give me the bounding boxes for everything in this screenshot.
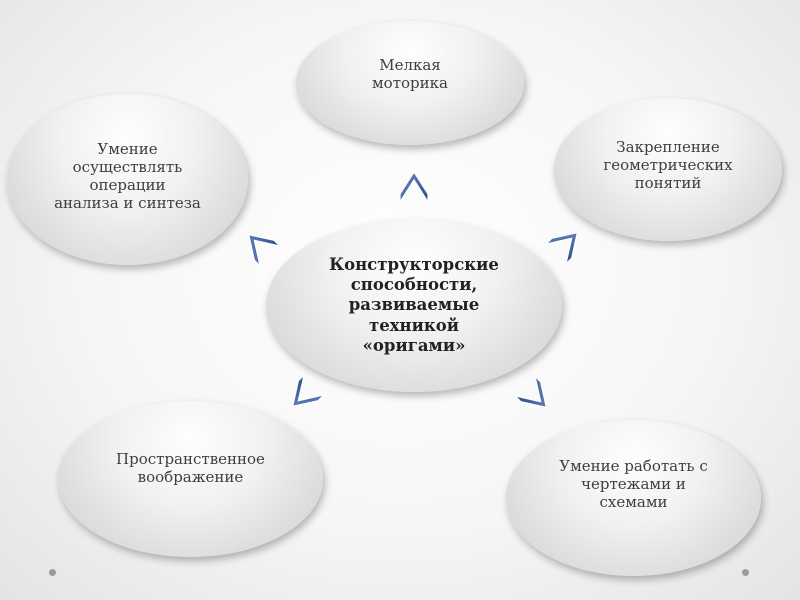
node-spatial-imagination-label: Пространственное воображение — [116, 450, 265, 486]
arrow-down-left-icon — [291, 377, 322, 408]
arrow-up-right-icon — [548, 231, 579, 262]
node-geometric-concepts: Закрепление геометрических понятий — [554, 98, 782, 241]
node-fine-motor: Мелкая моторика — [296, 21, 524, 145]
corner-dot-left — [49, 569, 56, 576]
node-drawings-schemes: Умение работать с чертежами и схемами — [506, 420, 761, 576]
arrow-down-right-icon — [517, 378, 548, 409]
arrow-up-left-icon — [247, 233, 278, 264]
corner-dot-right — [742, 569, 749, 576]
arrow-up-icon — [399, 170, 429, 205]
node-drawings-schemes-label: Умение работать с чертежами и схемами — [559, 457, 708, 511]
node-spatial-imagination: Пространственное воображение — [58, 401, 323, 557]
node-geometric-concepts-label: Закрепление геометрических понятий — [603, 137, 733, 192]
node-analysis-synthesis: Умение осуществлять операции анализа и с… — [7, 94, 248, 265]
center-node: Конструкторские способности, развиваемые… — [266, 219, 562, 392]
node-fine-motor-label: Мелкая моторика — [372, 56, 448, 92]
node-analysis-synthesis-label: Умение осуществлять операции анализа и с… — [54, 139, 201, 212]
center-node-label: Конструкторские способности, развиваемые… — [329, 255, 499, 355]
